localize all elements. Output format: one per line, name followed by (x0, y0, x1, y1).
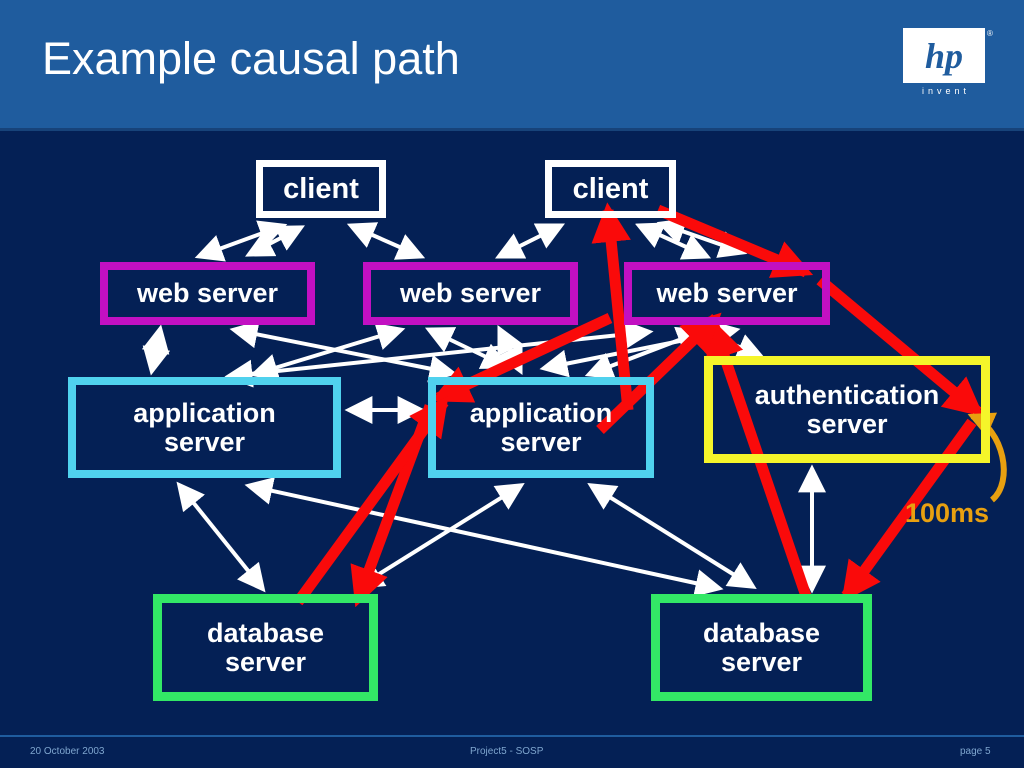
causal-app2-web3 (596, 312, 722, 434)
edge-web3-auth (694, 326, 766, 360)
edge-app2-db2 (587, 483, 757, 589)
causal-db1-app2 (293, 395, 449, 606)
header-divider (0, 128, 1024, 131)
node-label: client (283, 172, 359, 205)
registered-mark-icon: ® (987, 29, 993, 38)
causal-web3-auth (816, 275, 984, 417)
node-label: web server (136, 278, 279, 309)
node-label: database server (206, 617, 325, 677)
causal-client2-web3 (655, 204, 814, 278)
footer-page-number: page 5 (960, 746, 991, 757)
edge-client1-web2 (346, 222, 426, 260)
edge-app1-db1 (176, 481, 266, 593)
page-title: Example causal path (42, 33, 460, 84)
footer-divider (0, 735, 1024, 737)
node-database-server-1[interactable]: database server (153, 594, 378, 701)
node-database-server-2[interactable]: database server (651, 594, 872, 701)
logo-plate (903, 28, 985, 83)
causal-path-diagram (141, 202, 1007, 608)
node-web-server-2[interactable]: web server (363, 262, 578, 325)
node-client-1[interactable]: client (256, 160, 386, 218)
node-web-server-1[interactable]: web server (100, 262, 315, 325)
edge-web1-app2 (229, 320, 458, 383)
node-application-server-1[interactable]: application server (68, 377, 341, 478)
edge-web2-app2b (424, 327, 511, 369)
footer-project: Project5 - SOSP (470, 746, 544, 757)
node-label: web server (656, 278, 798, 309)
latency-label: 100ms (905, 498, 990, 528)
node-label: database server (702, 617, 821, 677)
hp-logo: hp ® invent (903, 28, 993, 108)
node-client-2[interactable]: client (545, 160, 676, 218)
hp-wordmark: hp (924, 36, 964, 76)
node-label: authentication server (754, 379, 940, 439)
node-label: application server (133, 397, 276, 457)
footer-date: 20 October 2003 (30, 746, 105, 757)
causal-auth-db2 (841, 418, 977, 603)
causal-web3-client2 (591, 202, 634, 411)
edge-client2-web2 (494, 223, 566, 259)
node-application-server-2[interactable]: application server (428, 377, 654, 478)
hp-tagline: invent (921, 86, 971, 96)
edge-client1-web2b (245, 225, 305, 257)
node-label: client (572, 172, 649, 205)
edge-web1-app1 (141, 324, 171, 376)
edge-client2-web3b (656, 218, 748, 258)
node-web-server-3[interactable]: web server (624, 262, 830, 325)
slide-header (0, 0, 1024, 130)
node-authentication-server[interactable]: authentication server (704, 356, 990, 463)
node-label: web server (399, 278, 542, 309)
edge-client1-web1 (194, 220, 288, 262)
node-label: application server (469, 397, 613, 457)
